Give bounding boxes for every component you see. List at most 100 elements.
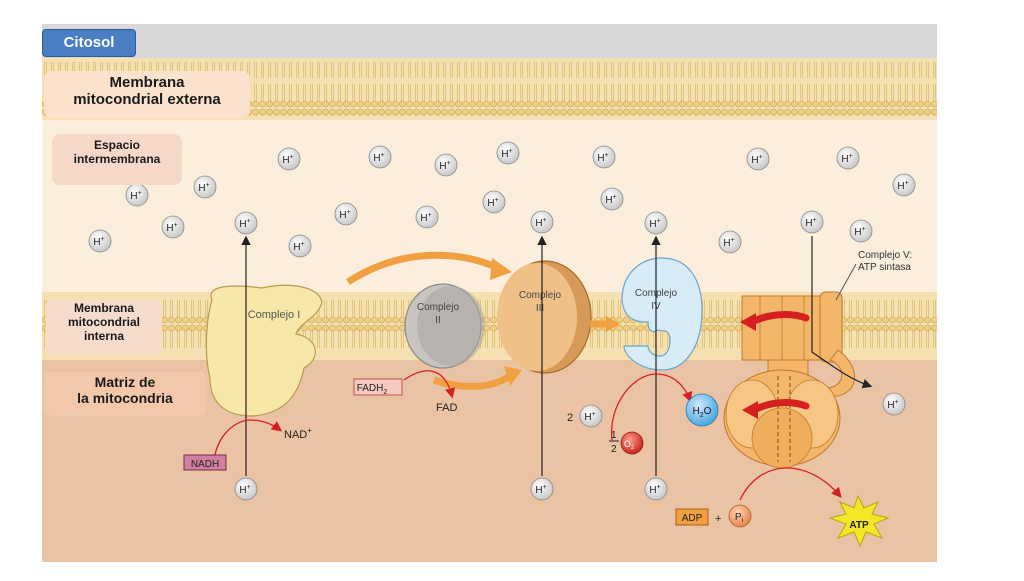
- h-plus-ion-label: H+: [501, 148, 512, 160]
- h2o-label: H2O: [693, 406, 712, 419]
- h-plus-ion-label: H+: [841, 153, 852, 165]
- nadh-label: NADH: [191, 459, 219, 470]
- h-plus-ion: H+: [288, 234, 312, 258]
- h-plus-ion-label: H+: [723, 237, 734, 249]
- half-numerator: 1: [611, 430, 617, 441]
- o2-molecule: [620, 431, 644, 455]
- h-plus-ion: H+: [88, 229, 112, 253]
- atp-synthase: [723, 291, 855, 469]
- h-plus-ion-circle: [277, 147, 301, 171]
- fadh2-box: [353, 378, 403, 396]
- h-plus-ion-circle: [882, 392, 906, 416]
- h-plus-ion-label: H+: [751, 154, 762, 166]
- h-plus-ion-label: H+: [239, 484, 250, 496]
- h-plus-ion: H+: [277, 147, 301, 171]
- h-plus-ion: H+: [496, 141, 520, 165]
- complex-i-shape: [205, 284, 323, 417]
- h-plus-ion-circle: [800, 210, 824, 234]
- h-plus-ion: H+: [434, 153, 458, 177]
- h-plus-ion-label: H+: [897, 180, 908, 192]
- h-plus-ion: H+: [161, 215, 185, 239]
- pi-label: Pi: [735, 512, 744, 524]
- h2o-molecule: [685, 393, 719, 427]
- h-plus-ion-label: H+: [487, 197, 498, 209]
- h-plus-ion-circle: [88, 229, 112, 253]
- o2-label: O2: [624, 439, 635, 451]
- h-plus-ion: H+: [415, 205, 439, 229]
- h-plus-ion-label: H+: [293, 241, 304, 253]
- h-plus-ion-circle: [718, 230, 742, 254]
- h-plus-ion-label: H+: [166, 222, 177, 234]
- nad-plus-label: NAD+: [284, 426, 312, 441]
- h-plus-ion-label: H+: [339, 209, 350, 221]
- intermembrane-label: Espacio intermembrana: [52, 134, 182, 185]
- h-plus-ion-label: H+: [198, 182, 209, 194]
- h-plus-ion-label: H+: [597, 152, 608, 164]
- h-plus-ion-label: H+: [805, 217, 816, 229]
- half-denominator: 2: [611, 444, 617, 455]
- complex-ii-label-2: II: [435, 315, 441, 326]
- h-plus-ion-circle: [600, 187, 624, 211]
- h-plus-ion: H+: [334, 202, 358, 226]
- complex-iii-label-2: III: [536, 303, 544, 314]
- h-plus-ion-circle: [368, 145, 392, 169]
- h-plus-ion-label: H+: [420, 212, 431, 224]
- h-plus-ion-circle: [193, 175, 217, 199]
- h-plus-ion-label: H+: [239, 218, 250, 230]
- h-plus-ion-circle: [434, 153, 458, 177]
- h-plus-ion: H+: [644, 211, 668, 235]
- h-plus-ion-label: H+: [584, 411, 595, 423]
- citosol-label: Citosol: [42, 29, 136, 57]
- inner-membrane-label: Membrana mitocondrial interna: [46, 300, 162, 354]
- complex-iv-shape: [621, 257, 703, 371]
- h-plus-ion: H+: [125, 183, 149, 207]
- nadh-box: [183, 454, 227, 471]
- h-plus-ion-label: H+: [373, 152, 384, 164]
- h-plus-ion-circle: [530, 210, 554, 234]
- h-plus-ion-circle: [836, 146, 860, 170]
- h-plus-ion: H+: [482, 190, 506, 214]
- h-plus-ion: H+: [882, 392, 906, 416]
- h-plus-ion-circle: [592, 145, 616, 169]
- h-plus-ion: H+: [592, 145, 616, 169]
- h-plus-ion: H+: [530, 477, 554, 501]
- h-plus-ion-label: H+: [130, 190, 141, 202]
- h-plus-ion-label: H+: [93, 236, 104, 248]
- h-plus-ion-label: H+: [854, 226, 865, 238]
- complex-i-label: Complejo I: [248, 309, 301, 321]
- complex-iii-label-1: Complejo: [519, 290, 562, 301]
- atp-star: [828, 494, 890, 548]
- h-plus-ion: H+: [600, 187, 624, 211]
- h-plus-ion-circle: [161, 215, 185, 239]
- complex-v-pointer: [835, 263, 857, 301]
- h-plus-ion-label: H+: [439, 160, 450, 172]
- h-plus-ion-label: H+: [282, 154, 293, 166]
- complex-v-label-1: Complejo V:: [858, 250, 912, 261]
- h-plus-ion-circle: [579, 404, 603, 428]
- h-plus-ion-label: H+: [649, 484, 660, 496]
- h-plus-ion-label: H+: [535, 484, 546, 496]
- atp-label: ATP: [849, 520, 869, 531]
- h-plus-ion: H+: [800, 210, 824, 234]
- h-plus-ion-label: H+: [605, 194, 616, 206]
- plus-sign: +: [715, 513, 721, 525]
- proton-pump-lines: [241, 235, 873, 476]
- h-plus-ion: H+: [234, 477, 258, 501]
- pi-molecule: [728, 504, 752, 528]
- fad-label: FAD: [436, 402, 457, 414]
- h-plus-ion-circle: [849, 219, 873, 243]
- h-plus-ion: H+: [368, 145, 392, 169]
- h-plus-ion: H+: [718, 230, 742, 254]
- electron-flow-arrows: [346, 251, 620, 391]
- citosol-region: [42, 24, 937, 58]
- adp-box: [675, 508, 709, 526]
- complex-ii-label-1: Complejo: [417, 302, 460, 313]
- h-plus-ion: H+: [530, 210, 554, 234]
- h-plus-ion-circle: [530, 477, 554, 501]
- two-coefficient: 2: [567, 412, 573, 424]
- fadh2-label: FADH2: [357, 383, 388, 396]
- h-plus-ion-circle: [892, 173, 916, 197]
- outer-membrane-label: Membrana mitocondrial externa: [44, 71, 250, 118]
- h-plus-ion-circle: [746, 147, 770, 171]
